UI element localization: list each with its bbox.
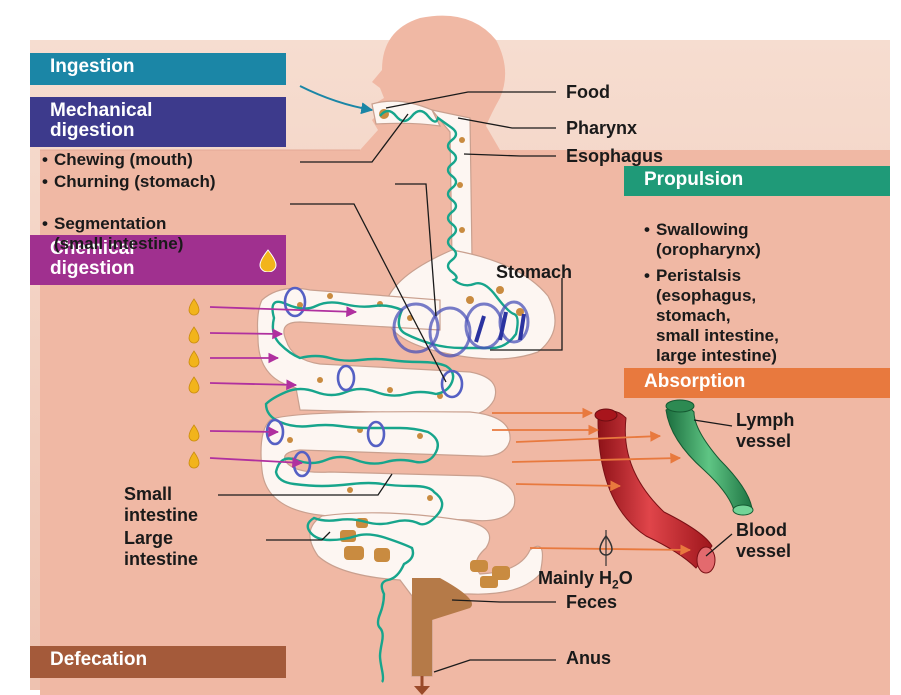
label-esophagus: Esophagus bbox=[566, 146, 663, 167]
enzyme-drop-icon bbox=[258, 248, 278, 272]
label-stomach: Stomach bbox=[496, 262, 572, 283]
label-food: Food bbox=[566, 82, 610, 103]
mechanical-item-segmentation: •Segmentation (small intestine) bbox=[54, 194, 183, 254]
mechanical-item-chewing: •Chewing (mouth) bbox=[54, 150, 193, 170]
ingestion-header: Ingestion bbox=[30, 53, 286, 85]
label-feces: Feces bbox=[566, 592, 617, 613]
label-blood-vessel: Blood vessel bbox=[736, 520, 791, 562]
propulsion-header: Propulsion bbox=[624, 166, 890, 196]
mechanical-digestion-header: Mechanical digestion bbox=[30, 97, 286, 147]
label-small-intestine: Small intestine bbox=[124, 484, 198, 526]
label-anus: Anus bbox=[566, 648, 611, 669]
propulsion-item-peristalsis: •Peristalsis (esophagus, stomach, small … bbox=[656, 246, 779, 366]
label-lymph-vessel: Lymph vessel bbox=[736, 410, 794, 452]
label-pharynx: Pharynx bbox=[566, 118, 637, 139]
absorption-header: Absorption bbox=[624, 368, 890, 398]
label-large-intestine: Large intestine bbox=[124, 528, 198, 570]
mechanical-item-churning: •Churning (stomach) bbox=[54, 172, 216, 192]
defecation-header: Defecation bbox=[30, 646, 286, 678]
